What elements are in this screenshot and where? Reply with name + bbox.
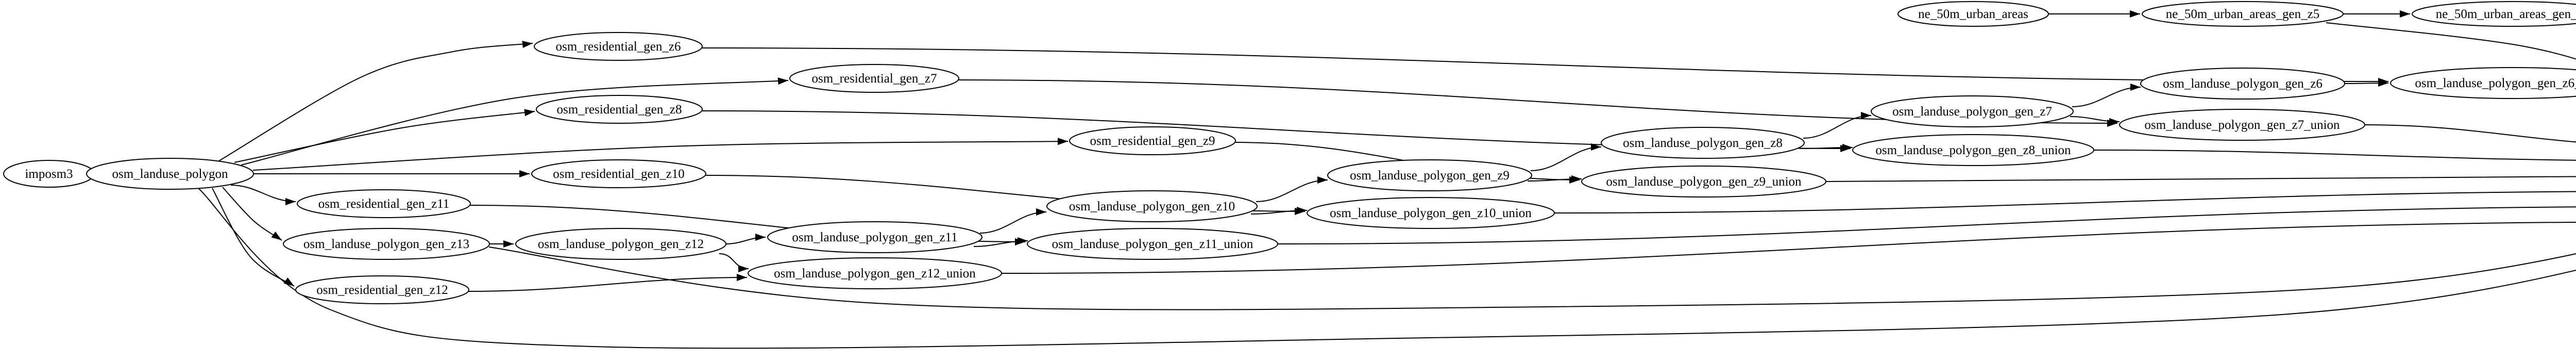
node-label-osm_landuse_polygon_gen_z7_union: osm_landuse_polygon_gen_z7_union <box>2144 118 2340 132</box>
node-label-osm_landuse_polygon_gen_z10_union: osm_landuse_polygon_gen_z10_union <box>1330 206 1532 220</box>
node-osm_landuse_polygon_gen_z6: osm_landuse_polygon_gen_z6 <box>2140 68 2345 100</box>
node-ne_50m_urban_areas_gen_z4: ne_50m_urban_areas_gen_z4 <box>2412 1 2576 27</box>
edge-osm_landuse_polygon_gen_z9-to-osm_landuse_polygon_gen_z8 <box>1530 143 1602 171</box>
node-label-ne_50m_urban_areas_gen_z5: ne_50m_urban_areas_gen_z5 <box>2166 7 2320 21</box>
node-osm_residential_gen_z11: osm_residential_gen_z11 <box>297 189 471 218</box>
node-osm_landuse_polygon_gen_z13: osm_landuse_polygon_gen_z13 <box>283 228 490 260</box>
node-ne_50m_urban_areas_gen_z5: ne_50m_urban_areas_gen_z5 <box>2142 1 2344 27</box>
node-label-osm_landuse_polygon_gen_z6_union: osm_landuse_polygon_gen_z6_union <box>2415 76 2576 90</box>
edge-osm_landuse_polygon_gen_z12-to-osm_landuse_polygon_gen_z11 <box>725 234 766 244</box>
node-label-osm_residential_gen_z8: osm_residential_gen_z8 <box>557 103 682 117</box>
node-label-osm_landuse_polygon_gen_z8: osm_landuse_polygon_gen_z8 <box>1623 136 1783 150</box>
node-osm_residential_gen_z6: osm_residential_gen_z6 <box>534 32 703 61</box>
edge-ne_50m_urban_areas_gen_z5-to-layer_landuse-z5 <box>2326 22 2576 60</box>
node-osm_landuse_polygon_gen_z8: osm_landuse_polygon_gen_z8 <box>1601 127 1805 159</box>
edge-osm_landuse_polygon_gen_z12_union-to-layer_landuse-z12 <box>1001 221 2576 274</box>
node-osm_residential_gen_z10: osm_residential_gen_z10 <box>531 159 706 188</box>
node-label-osm_landuse_polygon_gen_z8_union: osm_landuse_polygon_gen_z8_union <box>1875 143 2071 157</box>
edge-osm_landuse_polygon_gen_z7-to-osm_landuse_polygon_gen_z6 <box>2072 84 2141 107</box>
node-label-ne_50m_urban_areas: ne_50m_urban_areas <box>1918 7 2028 21</box>
edge-osm_landuse_polygon-to-osm_landuse_polygon_gen_z13 <box>222 187 282 241</box>
node-label-osm_residential_gen_z6: osm_residential_gen_z6 <box>556 40 681 54</box>
node-label-osm_residential_gen_z12: osm_residential_gen_z12 <box>316 283 448 297</box>
node-label-osm_landuse_polygon_gen_z11: osm_landuse_polygon_gen_z11 <box>792 231 957 244</box>
edge-osm_landuse_polygon_gen_z11-to-osm_landuse_polygon_gen_z10 <box>979 208 1047 234</box>
node-osm_landuse_polygon_gen_z11: osm_landuse_polygon_gen_z11 <box>767 221 982 253</box>
edge-osm_landuse_polygon_gen_z10-to-osm_landuse_polygon_gen_z9 <box>1256 176 1328 202</box>
node-label-imposm3: imposm3 <box>25 167 73 181</box>
edge-osm_landuse_polygon_gen_z7_union-to-layer_landuse-z7 <box>2364 124 2576 143</box>
node-label-osm_landuse_polygon_gen_z6: osm_landuse_polygon_gen_z6 <box>2163 77 2323 91</box>
edge-osm_landuse_polygon_gen_z10_union-to-layer_landuse-z10 <box>1554 191 2576 213</box>
edge-osm_landuse_polygon-to-osm_residential_gen_z9 <box>252 138 1069 171</box>
node-label-osm_landuse_polygon_gen_z13: osm_landuse_polygon_gen_z13 <box>303 237 469 251</box>
node-osm_landuse_polygon_gen_z10: osm_landuse_polygon_gen_z10 <box>1046 190 1258 222</box>
node-label-osm_residential_gen_z7: osm_residential_gen_z7 <box>812 72 937 86</box>
node-osm_landuse_polygon_gen_z6_union: osm_landuse_polygon_gen_z6_union <box>2390 67 2576 99</box>
node-label-osm_landuse_polygon: osm_landuse_polygon <box>112 167 228 181</box>
edge-osm_landuse_polygon_gen_z12-to-osm_landuse_polygon_gen_z12_union <box>719 253 749 272</box>
node-label-osm_residential_gen_z9: osm_residential_gen_z9 <box>1090 134 1215 148</box>
edge-osm_landuse_polygon-to-osm_residential_gen_z11 <box>230 185 296 205</box>
node-osm_landuse_polygon_gen_z7: osm_landuse_polygon_gen_z7 <box>1871 95 2074 127</box>
node-ne_50m_urban_areas: ne_50m_urban_areas <box>1897 1 2049 27</box>
node-label-osm_landuse_polygon_gen_z9_union: osm_landuse_polygon_gen_z9_union <box>1606 175 1802 189</box>
node-label-osm_landuse_polygon_gen_z7: osm_landuse_polygon_gen_z7 <box>1892 105 2052 119</box>
node-label-osm_landuse_polygon_gen_z11_union: osm_landuse_polygon_gen_z11_union <box>1052 237 1253 251</box>
edge-osm_landuse_polygon_gen_z13-to-layer_landuse-z13 <box>488 246 2576 310</box>
node-label-osm_residential_gen_z10: osm_residential_gen_z10 <box>553 167 685 181</box>
edge-osm_landuse_polygon-to-layer_landuse-z14+ <box>198 188 2576 349</box>
edge-osm_landuse_polygon_gen_z8_union-to-layer_landuse-z8 <box>2093 150 2576 161</box>
edge-osm_residential_gen_z12-to-osm_landuse_polygon_gen_z12_union <box>468 274 748 292</box>
node-osm_residential_gen_z12: osm_residential_gen_z12 <box>295 275 469 304</box>
node-label-osm_landuse_polygon_gen_z12: osm_landuse_polygon_gen_z12 <box>538 237 704 251</box>
node-osm_landuse_polygon: osm_landuse_polygon <box>86 158 254 190</box>
node-label-ne_50m_urban_areas_gen_z4: ne_50m_urban_areas_gen_z4 <box>2436 7 2576 21</box>
node-osm_landuse_polygon_gen_z12: osm_landuse_polygon_gen_z12 <box>515 228 726 260</box>
node-osm_landuse_polygon_gen_z8_union: osm_landuse_polygon_gen_z8_union <box>1852 134 2094 166</box>
node-label-osm_landuse_polygon_gen_z10: osm_landuse_polygon_gen_z10 <box>1069 200 1235 213</box>
edge-osm_landuse_polygon_gen_z8-to-osm_landuse_polygon_gen_z7 <box>1803 112 1872 139</box>
node-osm_residential_gen_z9: osm_residential_gen_z9 <box>1069 126 1236 155</box>
node-osm_residential_gen_z7: osm_residential_gen_z7 <box>789 64 959 93</box>
node-imposm3: imposm3 <box>3 160 95 188</box>
edge-osm_landuse_polygon-to-osm_residential_gen_z8 <box>234 109 535 163</box>
node-label-osm_landuse_polygon_gen_z12_union: osm_landuse_polygon_gen_z12_union <box>774 267 976 281</box>
node-label-osm_residential_gen_z11: osm_residential_gen_z11 <box>318 197 450 211</box>
node-osm_landuse_polygon_gen_z12_union: osm_landuse_polygon_gen_z12_union <box>748 257 1002 289</box>
edge-osm_landuse_polygon_gen_z11_union-to-layer_landuse-z11 <box>1277 206 2576 244</box>
node-osm_residential_gen_z8: osm_residential_gen_z8 <box>536 95 703 124</box>
node-osm_landuse_polygon_gen_z9_union: osm_landuse_polygon_gen_z9_union <box>1581 166 1826 198</box>
edge-osm_residential_gen_z6-to-osm_landuse_polygon_gen_z6_union <box>702 47 2389 85</box>
edge-osm_landuse_polygon-to-osm_residential_gen_z6 <box>218 41 533 161</box>
node-osm_landuse_polygon_gen_z10_union: osm_landuse_polygon_gen_z10_union <box>1307 197 1555 229</box>
node-label-osm_landuse_polygon_gen_z9: osm_landuse_polygon_gen_z9 <box>1350 169 1510 183</box>
node-osm_landuse_polygon_gen_z11_union: osm_landuse_polygon_gen_z11_union <box>1027 228 1278 260</box>
node-osm_landuse_polygon_gen_z9: osm_landuse_polygon_gen_z9 <box>1327 159 1532 191</box>
edge-osm_landuse_polygon_gen_z6-to-osm_landuse_polygon_gen_z6_union <box>2344 79 2389 87</box>
node-osm_landuse_polygon_gen_z7_union: osm_landuse_polygon_gen_z7_union <box>2119 109 2365 141</box>
